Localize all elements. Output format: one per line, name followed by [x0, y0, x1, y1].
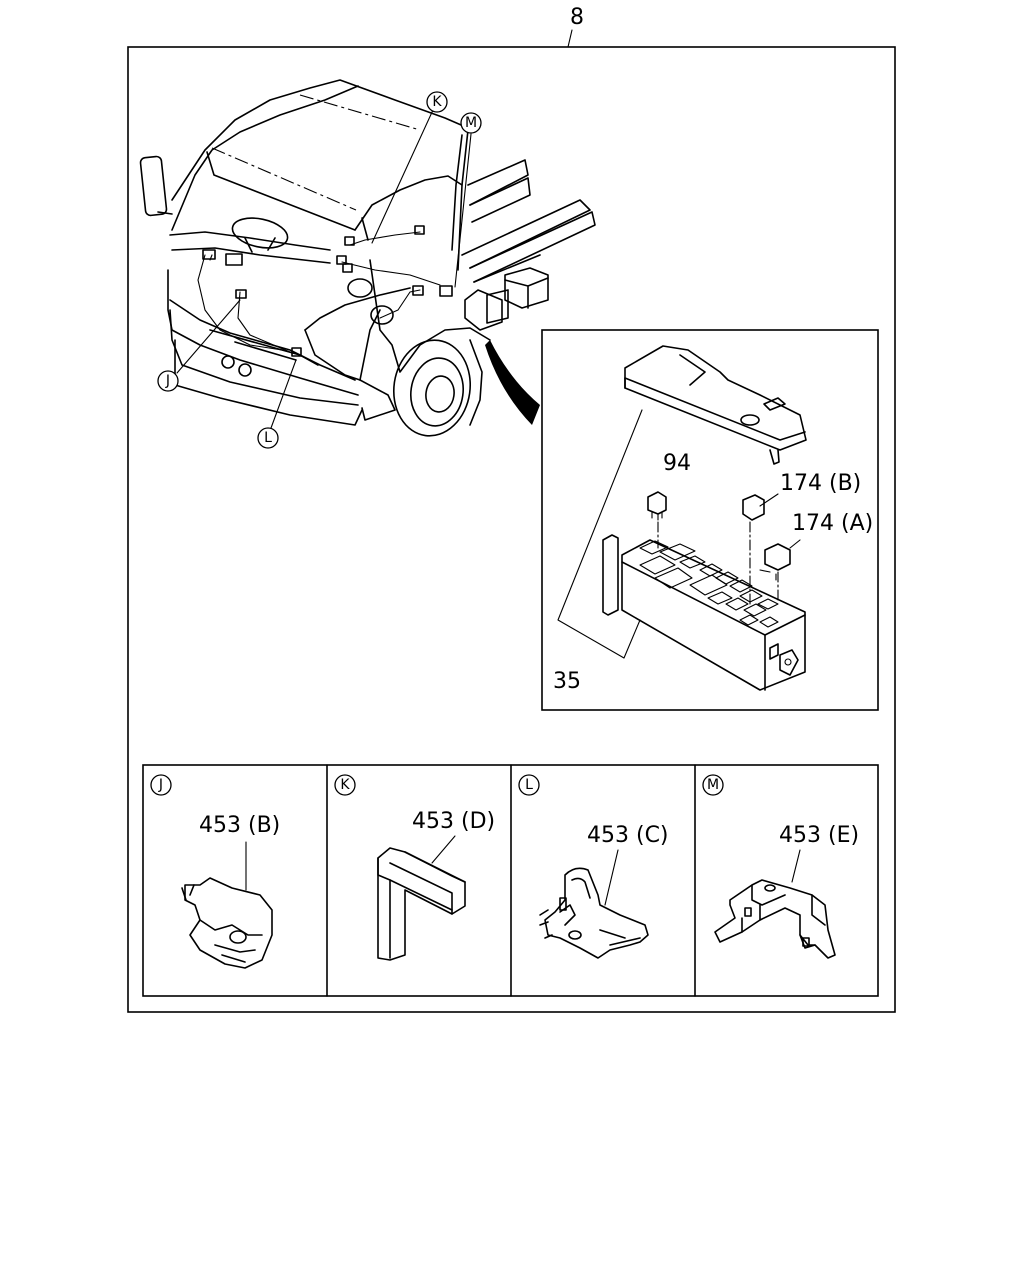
detail-part-453d: 453 (D)	[412, 809, 495, 834]
fuse-box-base	[602, 534, 806, 691]
detail-panel-k: K 453 (D)	[334, 774, 495, 961]
bracket-453d	[377, 847, 466, 961]
svg-text:J: J	[158, 777, 163, 793]
callout-j: J	[157, 370, 179, 392]
svg-text:M: M	[465, 115, 477, 131]
page-reference-number: 8	[570, 5, 584, 30]
svg-text:J: J	[165, 373, 170, 389]
part-label-94: 94	[663, 451, 691, 476]
detail-panel-j: J 453 (B)	[150, 774, 280, 969]
detail-panel-m: M 453 (E)	[702, 774, 859, 959]
callout-l: L	[257, 427, 279, 449]
part-label-174a: 174 (A)	[792, 511, 873, 536]
svg-text:K: K	[432, 94, 442, 110]
fuse-94	[647, 491, 667, 549]
bracket-453c	[539, 867, 649, 959]
svg-text:L: L	[525, 777, 533, 793]
svg-text:M: M	[707, 777, 719, 793]
part-label-35: 35	[553, 669, 581, 694]
bracket-453b	[181, 877, 273, 969]
relay-174a	[759, 539, 801, 601]
detail-part-453b: 453 (B)	[199, 813, 280, 838]
detail-panel-l: L 453 (C)	[518, 774, 669, 959]
svg-text:L: L	[264, 430, 272, 446]
truck-illustration	[139, 79, 596, 437]
detail-part-453e: 453 (E)	[779, 823, 859, 848]
fuse-box-cover	[624, 345, 807, 465]
callout-k: K	[426, 91, 448, 113]
bracket-453e	[714, 879, 836, 959]
part-label-174b: 174 (B)	[780, 471, 861, 496]
detail-part-453c: 453 (C)	[587, 823, 669, 848]
svg-text:K: K	[340, 777, 350, 793]
callout-m: M	[460, 112, 482, 134]
